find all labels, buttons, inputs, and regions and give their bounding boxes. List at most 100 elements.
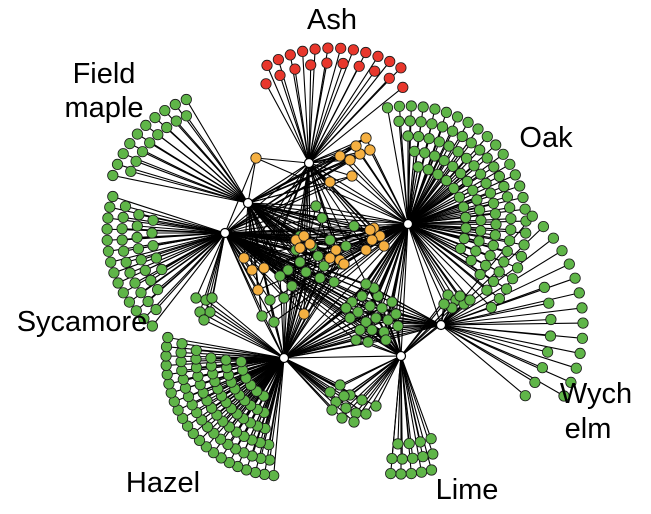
network-edge — [247, 202, 305, 315]
oak-specialist-node — [381, 102, 394, 114]
oak-specialist-node — [412, 131, 425, 143]
mid-shared-node — [282, 264, 294, 276]
hazel-lime-shared-node — [324, 386, 336, 398]
network-edge — [224, 232, 335, 283]
sycamore-specialist-node — [150, 252, 162, 264]
wych-elm-specialist-node — [538, 281, 551, 293]
oak-specialist-node — [405, 100, 417, 112]
oak-specialist-node — [473, 235, 485, 247]
ash-specialist-node — [322, 42, 334, 54]
oak-specialist-node — [404, 115, 416, 127]
oak-specialist-node — [446, 125, 459, 137]
wych-elm-specialist-node — [543, 297, 555, 309]
oak-specialist-node — [487, 239, 499, 252]
shared-orange-node — [334, 150, 346, 162]
network-edge — [226, 357, 285, 369]
sycamore-specialist-node — [105, 256, 117, 268]
network-edge — [339, 355, 402, 386]
oak-specialist-node — [429, 150, 441, 162]
shared-orange-node — [294, 242, 306, 254]
wych-elm-specialist-node — [537, 221, 550, 233]
oak-specialist-node — [471, 194, 483, 206]
central-shared-node — [390, 308, 402, 320]
oak-specialist-node — [518, 239, 530, 251]
mid-shared-node — [264, 294, 276, 306]
oak-specialist-node — [489, 208, 501, 220]
shared-orange-node — [364, 224, 376, 236]
field-maple-specialist-node — [131, 128, 143, 140]
oak-specialist-node — [412, 161, 424, 173]
oak-specialist-node — [504, 202, 516, 214]
mid-shared-node — [256, 310, 268, 322]
network-edge — [440, 292, 580, 326]
shared-orange-node — [346, 170, 358, 182]
oak-specialist-node — [487, 275, 500, 287]
lime-specialist-node — [396, 453, 408, 465]
hazel-specialist-node — [187, 427, 199, 440]
hazel-specialist-node — [160, 359, 172, 371]
field-maple-specialist-node — [180, 93, 192, 106]
network-edge — [440, 302, 549, 326]
hazel-specialist-node — [258, 468, 271, 480]
lime-specialist-node — [386, 452, 398, 465]
oak-specialist-node — [493, 266, 505, 278]
ash-specialist-node — [289, 63, 301, 75]
hazel-specialist-node — [160, 341, 173, 353]
network-edge — [407, 174, 439, 225]
mid-shared-node — [318, 260, 330, 272]
network-edge — [247, 202, 385, 247]
wych-elm-specialist-node — [529, 376, 541, 388]
network-edge — [407, 223, 488, 291]
network-edge — [440, 324, 543, 369]
network-edge — [263, 357, 285, 397]
ash-specialist-node — [397, 81, 409, 94]
oak-specialist-node — [480, 177, 492, 189]
sycamore-hazel-shared-node — [206, 292, 218, 304]
oak-specialist-node — [487, 197, 500, 209]
network-edge — [203, 319, 285, 359]
oak-specialist-node — [415, 116, 427, 128]
sycamore-specialist-node — [104, 201, 116, 213]
network-edge — [283, 357, 367, 415]
network-edge — [153, 232, 226, 247]
hazel-specialist-node — [160, 350, 172, 362]
network-edge — [440, 324, 581, 354]
field-maple-specialist-node — [140, 119, 152, 132]
network-edge — [283, 339, 357, 359]
oak-specialist-node — [458, 232, 470, 245]
sycamore-specialist-node — [118, 245, 130, 257]
field-maple-specialist-node — [159, 105, 171, 117]
hazel-lime-shared-node — [356, 394, 368, 406]
network-edge — [302, 51, 310, 164]
network-edge — [234, 357, 285, 390]
mid-shared-node — [310, 200, 322, 212]
sycamore-specialist-node — [124, 267, 136, 279]
shared-orange-node — [250, 152, 262, 164]
oak-specialist-node — [433, 136, 445, 148]
central-shared-node — [362, 336, 374, 348]
central-shared-node — [376, 302, 388, 314]
oak-specialist-node — [490, 139, 502, 151]
oak-specialist-node — [505, 224, 517, 236]
label-hazel: Hazel — [126, 467, 200, 499]
network-edge — [407, 151, 415, 225]
oak-specialist-node — [474, 144, 486, 156]
oak-specialist-node — [519, 203, 531, 215]
sycamore-specialist-node — [142, 295, 154, 308]
central-shared-node — [392, 320, 404, 332]
oak-specialist-node — [503, 235, 516, 247]
sycamore-specialist-node — [123, 296, 135, 308]
oak-specialist-node — [473, 204, 486, 216]
network-edge — [407, 223, 472, 261]
sycamore-specialist-node — [132, 243, 144, 255]
network-edge — [283, 283, 367, 359]
hazel-lime-shared-node — [326, 404, 338, 416]
network-edge — [373, 223, 409, 289]
shared-orange-node — [378, 240, 390, 252]
lime-specialist-node — [403, 437, 415, 450]
oak-specialist-node — [493, 292, 505, 305]
shared-orange-node — [344, 154, 356, 166]
network-edge — [400, 355, 433, 471]
network-edge — [345, 355, 402, 409]
oak-specialist-node — [423, 133, 435, 145]
